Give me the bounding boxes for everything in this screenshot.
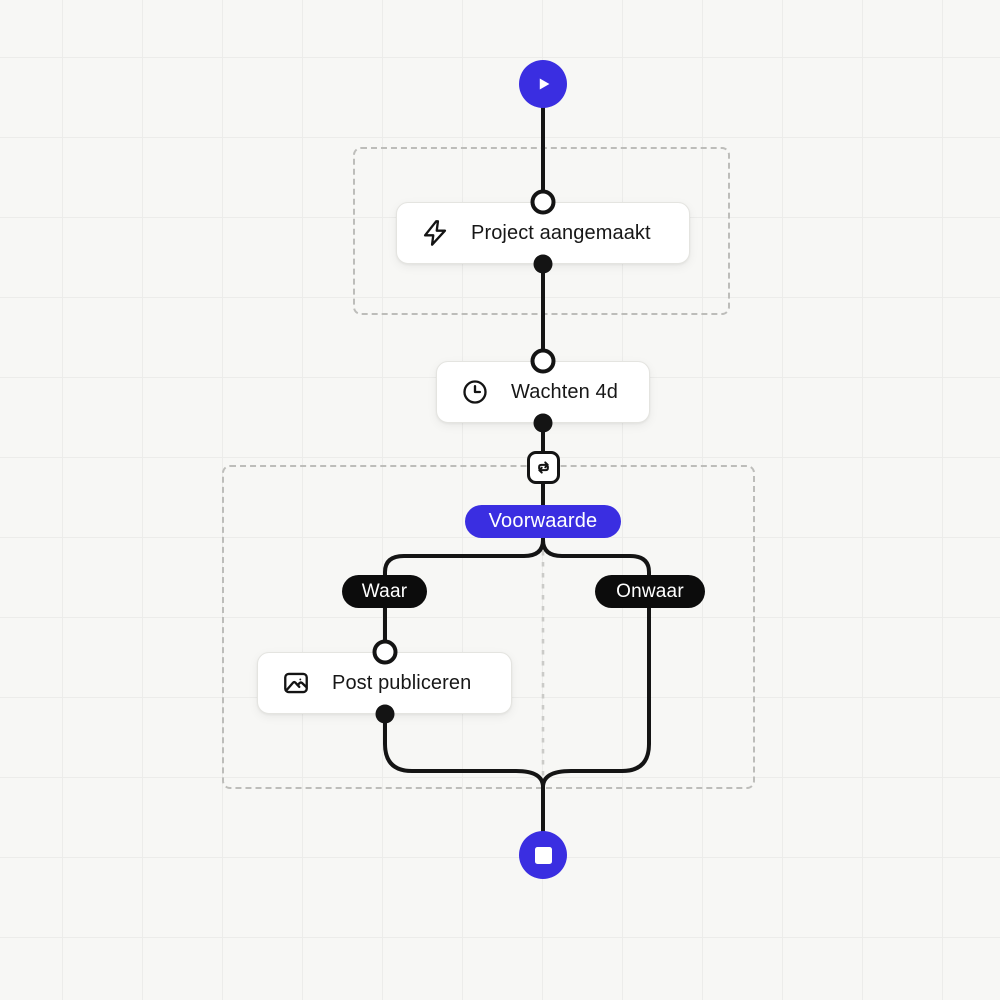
trigger-input-port[interactable] [530, 189, 556, 215]
edge-condition-to-waar [383, 535, 545, 577]
zap-icon [423, 220, 447, 246]
edge-condition-to-onwaar [541, 535, 651, 577]
node-trigger-label: Project aangemaakt [471, 221, 651, 244]
clock-icon [463, 380, 487, 404]
edge-action-to-merge [383, 712, 545, 789]
wait-input-port[interactable] [530, 348, 556, 374]
wait-output-port[interactable] [533, 413, 553, 433]
node-condition-label: Voorwaarde [488, 510, 598, 532]
condition-group-outline [222, 465, 755, 789]
swap-horizontal-icon [538, 461, 549, 474]
node-condition[interactable]: Voorwaarde [465, 505, 621, 538]
branch-waar-pill[interactable]: Waar [342, 575, 427, 608]
trigger-output-port[interactable] [533, 254, 553, 274]
start-button[interactable] [519, 60, 567, 108]
node-wait-label: Wachten 4d [511, 380, 618, 403]
action-output-port[interactable] [375, 704, 395, 724]
condition-node-handle[interactable] [527, 451, 560, 484]
branch-waar-label: Waar [361, 580, 408, 602]
edge-onwaar-to-merge [541, 606, 651, 789]
action-input-port[interactable] [372, 639, 398, 665]
stop-icon [534, 846, 552, 864]
node-action-label: Post publiceren [332, 671, 472, 694]
play-icon [539, 78, 550, 90]
branch-onwaar-pill[interactable]: Onwaar [595, 575, 705, 608]
end-button[interactable] [519, 831, 567, 879]
branch-onwaar-label: Onwaar [616, 580, 684, 602]
image-icon [284, 672, 308, 694]
